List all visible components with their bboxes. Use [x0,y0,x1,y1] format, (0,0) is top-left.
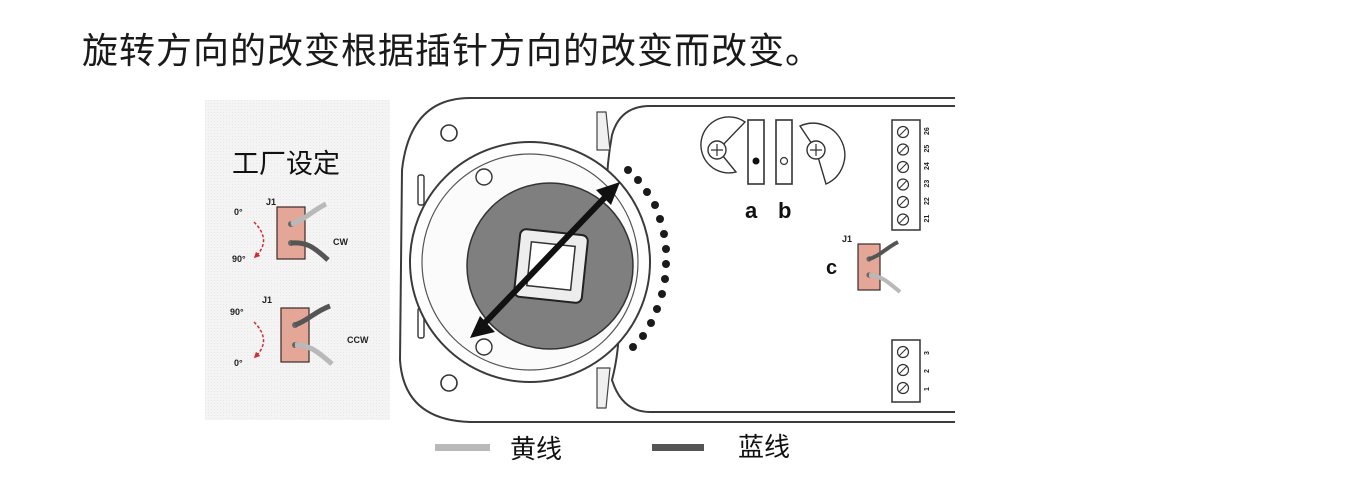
dial-screw-hole [475,168,493,186]
jumper-callout-c: c [826,257,837,279]
switch-body [775,119,793,185]
switch-contact [752,157,760,165]
factory-settings-panel: 工厂设定 0° 90° J1 CW 90° 0° J1 CCW [205,100,390,420]
terminal-block-bottom: 3 2 1 [891,339,931,403]
mounting-hole [440,374,458,392]
jumper-label-j1: J1 [262,295,272,305]
page-heading: 旋转方向的改变根据插针方向的改变而改变。 [82,31,823,72]
yellow-wire-swatch [435,444,490,451]
cover-tab [596,367,611,409]
jumper-label-j1: J1 [842,234,852,244]
direction-label-cw: CW [333,237,348,247]
yellow-wire [294,342,334,366]
direction-arrow [475,187,615,333]
factory-jumper-cw: 0° 90° J1 CW [232,197,348,264]
dial-screw-hole [475,338,493,356]
angle-label-0: 0° [234,207,243,217]
terminal-number-label: 1 [924,387,931,391]
direction-label-ccw: CCW [347,335,369,345]
blue-wire [294,303,331,328]
angle-label-0: 0° [234,358,243,368]
rotation-arrow-icon [253,221,265,259]
terminal-block-top: 26 25 24 23 22 21 [891,119,931,231]
terminal-number-label: 26 [924,127,931,135]
blue-wire [868,240,899,261]
housing-slot [417,174,425,206]
rotation-arrow-icon [253,321,265,359]
end-switch-a: a [700,116,765,223]
mounting-hole [440,124,458,142]
blue-wire [290,240,330,262]
angle-label-90: 90° [230,307,244,317]
blue-wire-label: 蓝线 [738,433,790,463]
terminal-number-label: 2 [924,369,931,373]
factory-panel-background [205,100,390,420]
wire-legend: 黄线 蓝线 [435,433,790,465]
blue-wire-swatch [652,444,704,451]
gear-teeth [624,166,670,351]
switch-cam [700,116,747,174]
square-shaft-opening [525,240,577,292]
terminal-number-label: 24 [924,162,931,170]
factory-jumper-ccw: 90° 0° J1 CCW [230,295,369,368]
jumper-block [276,206,306,260]
arrow-tail-icon [470,316,495,338]
terminal-number-label: 21 [924,215,931,223]
terminal-number-label: 23 [924,180,931,188]
switch-body [747,119,765,185]
cover-tab [596,111,611,151]
yellow-wire [868,273,902,294]
factory-settings-title: 工厂设定 [232,149,340,180]
jumper-block [280,307,310,363]
terminal-number-label: 25 [924,145,931,153]
board-jumper: J1 c [826,234,902,294]
end-switch-b: b [775,119,846,223]
angle-label-90: 90° [232,254,246,264]
arrow-head-icon [596,182,620,205]
yellow-wire-label: 黄线 [510,435,562,465]
jumper-block [857,243,881,291]
switch-contact [779,156,789,166]
terminal-number-label: 22 [924,197,931,205]
yellow-wire [290,201,328,227]
switch-label-b: b [778,198,791,223]
terminal-number-label: 3 [924,351,931,355]
switch-label-a: a [745,198,758,223]
jumper-label-j1: J1 [266,197,276,207]
